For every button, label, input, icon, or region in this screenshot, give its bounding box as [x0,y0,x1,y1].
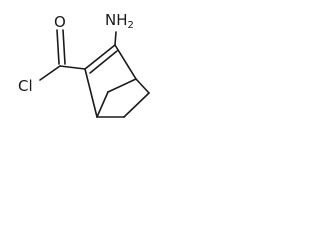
ring-double-bond-a [84,44,116,70]
carbon-chlorine-bond [39,65,61,81]
amine-label-main: NH [105,11,128,29]
carbon-amine-bond [114,31,117,46]
ring-bond-c5-c6 [123,92,150,118]
bridge-bond-c7-c4 [107,78,137,93]
ring-double-bond-b [89,50,118,74]
ring-bond-c3-c4 [114,44,137,80]
chlorine-label: Cl [18,77,33,95]
oxygen-label: O [54,13,66,31]
carbonyl-ring-bond [59,65,86,70]
ring-bond-c4-c5 [135,78,150,94]
amine-label: NH2 [105,11,134,31]
amine-label-subscript: 2 [128,20,134,31]
norbornene-acyl-chloride-structure: NH2 O Cl [18,11,150,118]
bridge-bond-c1-c7 [96,91,109,118]
carbonyl-double-bond-a [56,29,60,65]
ring-bond-c2-c1 [84,68,98,118]
carbonyl-double-bond-b [62,29,66,65]
